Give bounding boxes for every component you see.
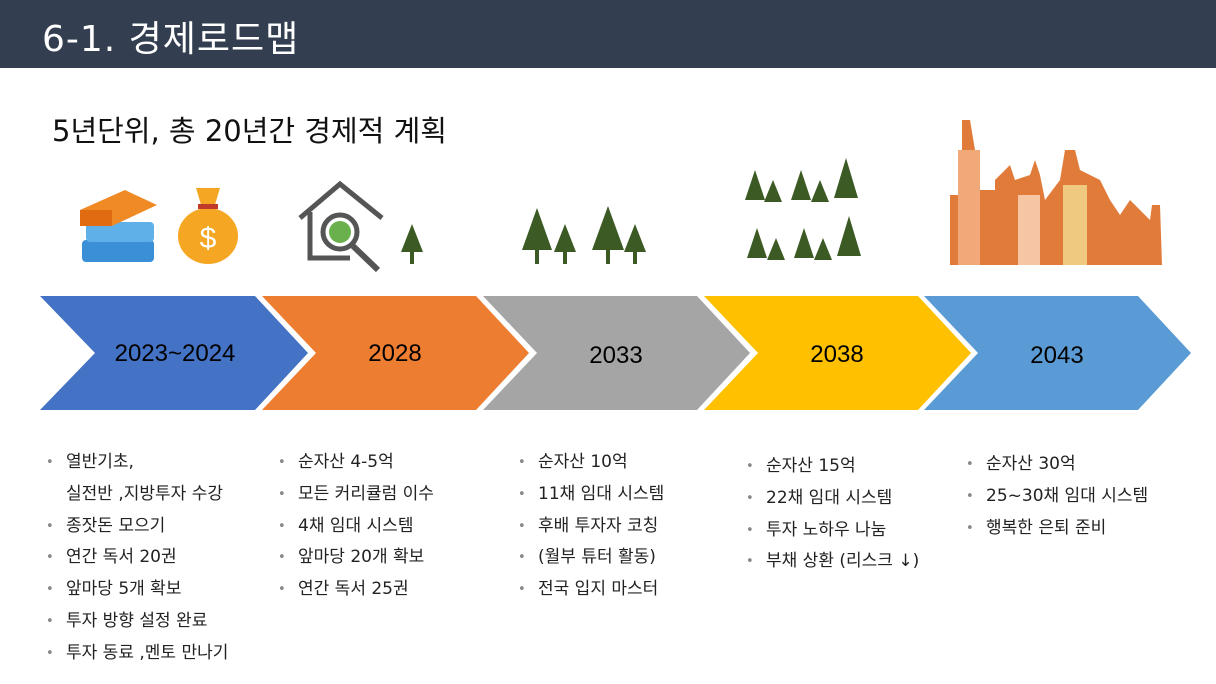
goal-item: 11채 임대 시스템	[518, 479, 664, 511]
chevron-2038	[704, 296, 971, 410]
city-skyline-icon	[950, 120, 1162, 265]
stage-year-1: 2023~2024	[114, 340, 236, 367]
goal-item: 실전반 ,지방투자 수강	[66, 483, 223, 504]
goal-item: 열반기초,	[46, 447, 228, 479]
goal-item: 행복한 은퇴 준비	[966, 513, 1148, 545]
stage-year-2: 2028	[368, 340, 422, 367]
goal-item: 연간 독서 20권	[46, 542, 228, 574]
goal-item: 모든 커리큘럼 이수	[278, 479, 434, 511]
chevron-2033	[483, 296, 750, 410]
chevron-2023	[40, 296, 308, 410]
stage-year-3: 2033	[589, 342, 643, 369]
stage-2-goals: 순자산 4-5억 모든 커리큘럼 이수 4채 임대 시스템 앞마당 20개 확보…	[278, 447, 434, 606]
goal-item: 후배 투자자 코칭	[518, 511, 664, 543]
subtitle: 5년단위, 총 20년간 경제적 계획	[52, 114, 447, 148]
goal-item: (월부 튜터 활동)	[518, 542, 664, 574]
goal-item: 순자산 10억	[518, 447, 664, 479]
stage-year-4: 2038	[810, 341, 864, 368]
svg-text:$: $	[200, 222, 217, 255]
books-icon	[80, 190, 157, 262]
goal-item: 4채 임대 시스템	[278, 511, 434, 543]
money-bag-icon: $	[178, 188, 238, 264]
goal-item: 앞마당 20개 확보	[278, 542, 434, 574]
stage-4-goals: 순자산 15억 22채 임대 시스템 투자 노하우 나눔 부채 상환 (리스크 …	[746, 451, 919, 578]
goal-item: 22채 임대 시스템	[746, 483, 919, 515]
header-bar: 6-1. 경제로드맵	[0, 0, 1216, 68]
stage-5-goals: 순자산 30억 25~30채 임대 시스템 행복한 은퇴 준비	[966, 449, 1148, 544]
goal-item: 25~30채 임대 시스템	[966, 481, 1148, 513]
chevron-2043	[924, 296, 1191, 410]
goal-item: 연간 독서 25권	[278, 574, 434, 606]
goal-item: 순자산 15억	[746, 451, 919, 483]
house-search-icon	[298, 180, 384, 273]
stage-year-5: 2043	[1030, 342, 1084, 369]
goal-item: 투자 노하우 나눔	[746, 515, 919, 547]
goal-item: 순자산 4-5억	[278, 447, 434, 479]
goal-item: 전국 입지 마스터	[518, 574, 664, 606]
stage-1-goals: 열반기초, 실전반 ,지방투자 수강 종잣돈 모으기 연간 독서 20권 앞마당…	[46, 447, 228, 670]
goal-item: 투자 동료 ,멘토 만나기	[46, 638, 228, 670]
goal-item: 부채 상환 (리스크 ↓)	[746, 546, 919, 578]
stage-3-goals: 순자산 10억 11채 임대 시스템 후배 투자자 코칭 (월부 튜터 활동) …	[518, 447, 664, 606]
chevron-2028	[262, 296, 529, 410]
page-title: 6-1. 경제로드맵	[42, 19, 300, 60]
goal-item: 종잣돈 모으기	[46, 511, 228, 543]
goal-item: 투자 방향 설정 완료	[46, 606, 228, 638]
trees-icon	[401, 158, 861, 264]
goal-item: 앞마당 5개 확보	[46, 574, 228, 606]
goal-item: 순자산 30억	[966, 449, 1148, 481]
